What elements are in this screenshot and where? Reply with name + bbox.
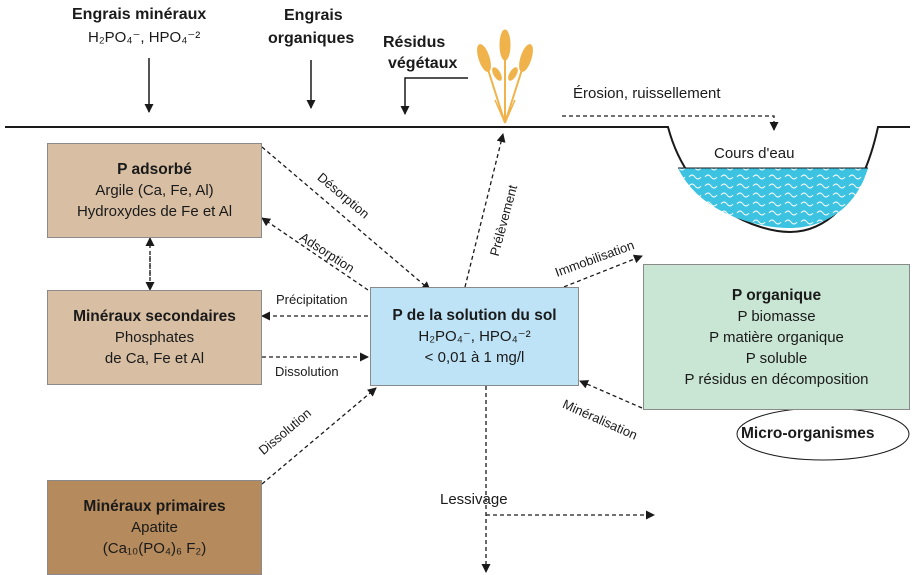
engrais-organiques-label-2: organiques — [268, 30, 355, 47]
wheat-icon — [477, 29, 533, 124]
arrow-erosion — [562, 115, 779, 131]
p-adsorbe-title: P adsorbé — [117, 161, 192, 178]
mineraux-primaires-title: Minéraux primaires — [83, 498, 226, 515]
arrow-prelevement — [464, 133, 506, 288]
erosion-label: Érosion, ruissellement — [573, 85, 721, 102]
p-organique-line3: P soluble — [745, 349, 808, 367]
arrow-adsorption — [261, 217, 369, 291]
p-organique-title: P organique — [731, 286, 822, 304]
box-p-organique: P organique P biomasse P matière organiq… — [643, 264, 910, 410]
mineraux-secondaires-line2: de Ca, Fe et Al — [104, 350, 205, 367]
box-mineraux-secondaires: Minéraux secondaires Phosphates de Ca, F… — [47, 290, 262, 385]
precipitation-label: Précipitation — [276, 292, 348, 307]
residus-label-2: végétaux — [388, 55, 458, 72]
p-adsorbe-line1: Argile (Ca, Fe, Al) — [95, 182, 214, 199]
box-mineraux-primaires: Minéraux primaires Apatite (Ca₁₀(PO₄)₆ F… — [47, 480, 262, 575]
p-solution-line1: H₂PO₄⁻, HPO₄⁻² — [418, 328, 531, 345]
mineraux-secondaires-line1: Phosphates — [114, 329, 195, 346]
arrow-dissolution-diag — [261, 387, 377, 485]
p-organique-line1: P biomasse — [737, 307, 816, 325]
lessivage-label: Lessivage — [440, 491, 508, 508]
dissolution-right-label: Dissolution — [275, 364, 339, 379]
box-p-adsorbe: P adsorbé Argile (Ca, Fe, Al) Hydroxydes… — [47, 143, 262, 238]
p-solution-line2: < 0,01 à 1 mg/l — [424, 349, 525, 366]
p-organique-line4: P résidus en décomposition — [684, 370, 869, 388]
arrow-desorption — [261, 146, 431, 291]
engrais-organiques-label-1: Engrais — [284, 7, 343, 24]
box-p-solution-sol: P de la solution du sol H₂PO₄⁻, HPO₄⁻² <… — [370, 287, 579, 386]
micro-organismes-label: Micro-organismes — [741, 425, 875, 442]
mineraux-secondaires-title: Minéraux secondaires — [73, 308, 236, 325]
arrow-residus — [400, 77, 468, 115]
mineraux-primaires-line1: Apatite — [131, 519, 178, 536]
p-organique-line2: P matière organique — [709, 328, 844, 346]
river-water — [678, 168, 868, 228]
p-solution-title: P de la solution du sol — [392, 307, 557, 324]
engrais-mineraux-formula: H₂PO₄⁻, HPO₄⁻² — [88, 29, 201, 46]
cours-eau-label: Cours d'eau — [714, 145, 795, 162]
residus-label-1: Résidus — [383, 34, 446, 51]
mineraux-primaires-line2: (Ca₁₀(PO₄)₆ F₂) — [102, 540, 207, 557]
arrow-mineralisation — [579, 380, 643, 409]
arrow-immobilisation — [550, 254, 643, 293]
p-adsorbe-line2: Hydroxydes de Fe et Al — [76, 203, 233, 220]
engrais-mineraux-label: Engrais minéraux — [72, 6, 207, 23]
